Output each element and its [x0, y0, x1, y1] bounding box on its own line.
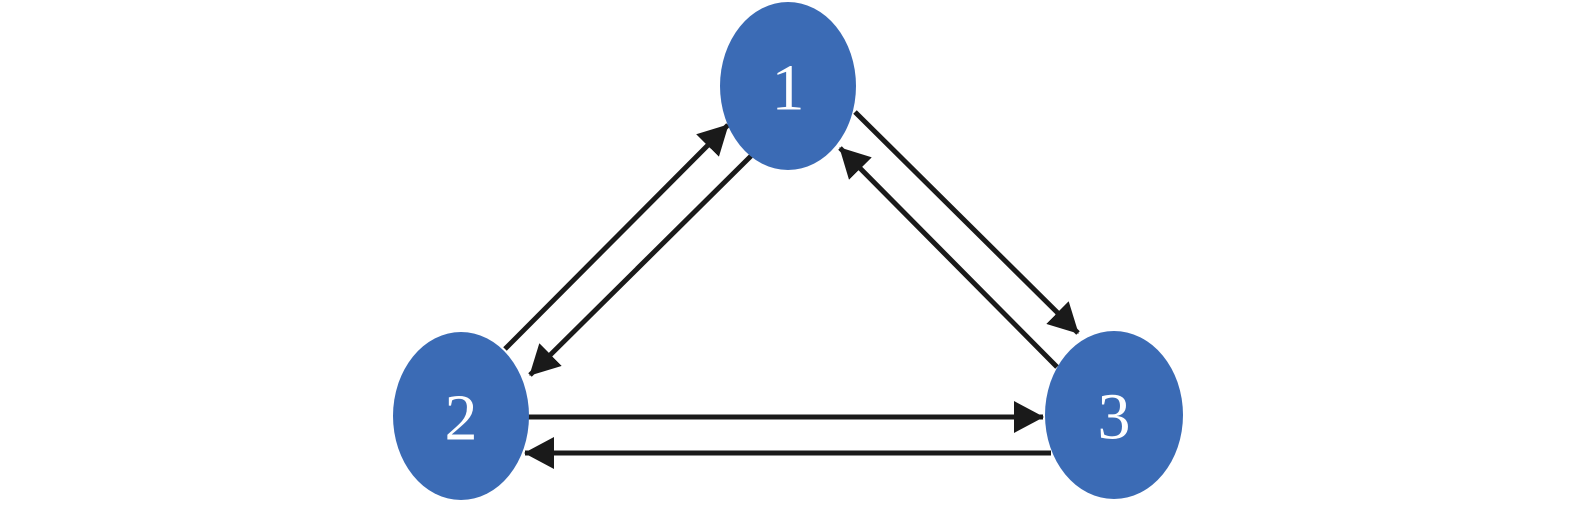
node-3-label: 3	[1098, 381, 1131, 454]
node-2-label: 2	[445, 382, 478, 455]
node-3: 3	[1045, 331, 1183, 499]
node-1-ellipse	[720, 2, 856, 170]
edge-3-to-1	[838, 146, 1059, 369]
edge-2-to-1	[503, 123, 730, 351]
node-2-ellipse	[393, 332, 529, 500]
node-2: 2	[393, 332, 529, 500]
node-3-ellipse	[1045, 331, 1183, 499]
node-1: 1	[720, 2, 856, 170]
edge-1-to-2	[528, 154, 753, 377]
node-1-label: 1	[772, 52, 805, 125]
edge-1-to-3	[853, 110, 1080, 335]
